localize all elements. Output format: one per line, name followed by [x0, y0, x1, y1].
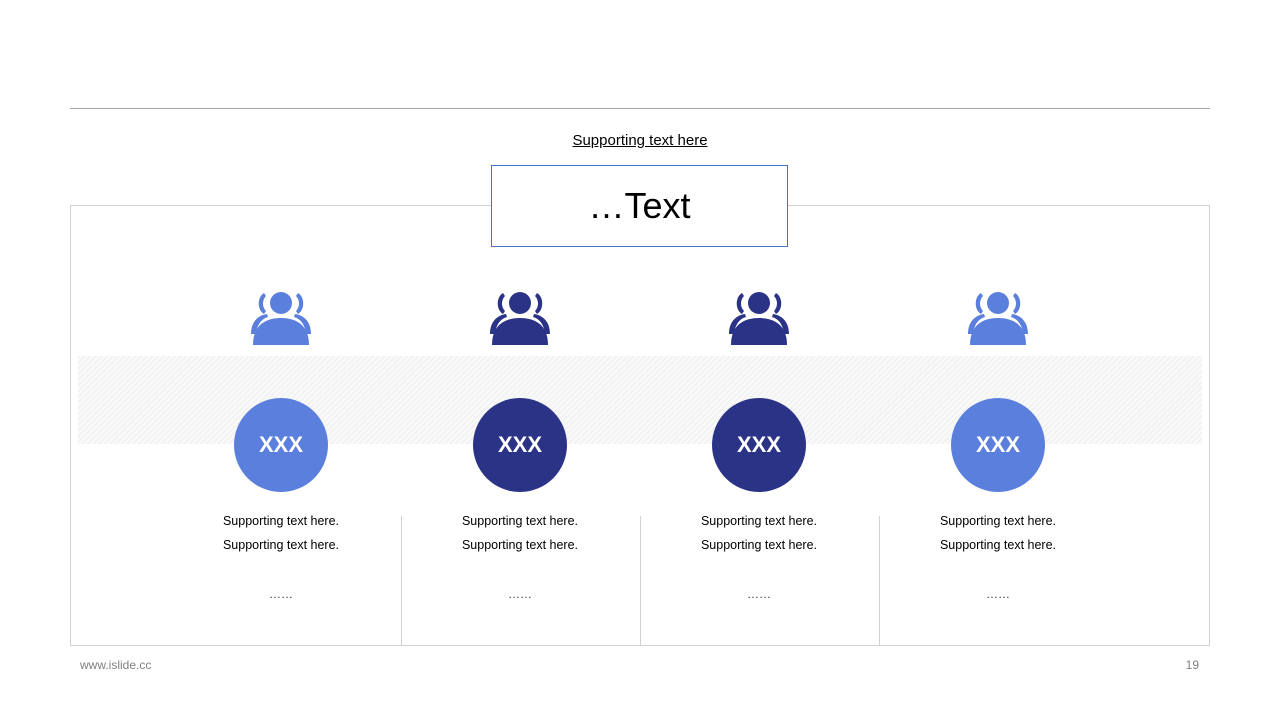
supporting-text-line-2: Supporting text here. — [700, 538, 818, 552]
title-box: …Text — [491, 165, 788, 247]
top-divider-line — [70, 108, 1210, 109]
badge-label: XXX — [736, 432, 782, 457]
badge-label: XXX — [975, 432, 1021, 457]
badge-circle: XXX — [473, 398, 567, 492]
supporting-text-line-1: Supporting text here. — [222, 514, 340, 528]
ellipsis-text: …… — [508, 587, 532, 601]
person-group-icon — [729, 292, 789, 345]
badge-circle: XXX — [951, 398, 1045, 492]
footer-website: www.islide.cc — [80, 658, 152, 672]
ellipsis-text: …… — [269, 587, 293, 601]
column-divider — [401, 516, 402, 645]
person-group-icon — [251, 292, 311, 345]
page-number: 19 — [1185, 658, 1199, 672]
subtitle: Supporting text here — [572, 132, 708, 149]
title-text: …Text — [588, 185, 691, 226]
badge-label: XXX — [497, 432, 543, 457]
badge-label: XXX — [258, 432, 304, 457]
supporting-text-line-1: Supporting text here. — [700, 514, 818, 528]
badge-circle: XXX — [234, 398, 328, 492]
supporting-text-line-2: Supporting text here. — [461, 538, 579, 552]
supporting-text-line-1: Supporting text here. — [939, 514, 1057, 528]
person-group-icon — [968, 292, 1028, 345]
column-divider — [879, 516, 880, 645]
badge-circle: XXX — [712, 398, 806, 492]
ellipsis-text: …… — [986, 587, 1010, 601]
person-group-icon — [490, 292, 550, 345]
supporting-text-line-2: Supporting text here. — [939, 538, 1057, 552]
ellipsis-text: …… — [747, 587, 771, 601]
supporting-text-line-2: Supporting text here. — [222, 538, 340, 552]
column-divider — [640, 516, 641, 645]
supporting-text-line-1: Supporting text here. — [461, 514, 579, 528]
